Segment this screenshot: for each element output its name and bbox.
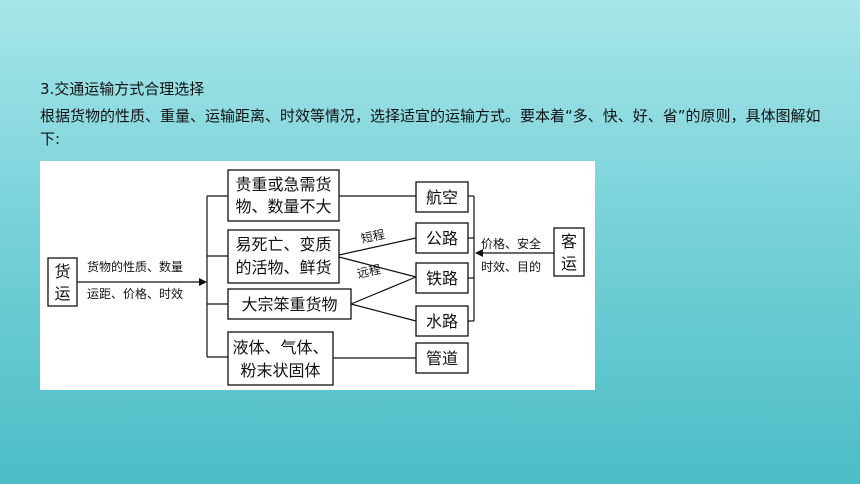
- link-bulk-water: [350, 303, 417, 322]
- link-perishable-rail: [338, 256, 417, 278]
- mode-road: 公路: [426, 229, 458, 248]
- cargo-bulk-box: [227, 288, 352, 320]
- passenger-factors-2: 时效、目的: [481, 259, 541, 274]
- passenger-label-2: 运: [561, 254, 577, 273]
- freight-factors-2: 运距、价格、时效: [87, 286, 183, 301]
- mode-air: 航空: [426, 188, 458, 207]
- freight-label-1: 货: [54, 262, 70, 281]
- mode-air-box: [415, 181, 469, 213]
- cargo-liquid-1: 液体、气体、: [232, 338, 328, 357]
- mode-rail: 铁路: [426, 269, 458, 288]
- section-heading: 3.交通运输方式合理选择: [40, 80, 205, 98]
- cargo-liquid-2: 粉末状固体: [240, 361, 320, 380]
- transport-selection-diagram: 货 运 货物的性质、数量 运距、价格、时效 贵重或急需货 物、数量不大 易死亡、…: [40, 161, 595, 390]
- label-long-distance: 远程: [356, 261, 383, 281]
- label-short-distance: 短程: [360, 226, 387, 246]
- mode-water: 水路: [426, 312, 458, 331]
- freight-box: [47, 257, 78, 307]
- passenger-box: [553, 227, 585, 277]
- diagram-canvas: 货 运 货物的性质、数量 运距、价格、时效 贵重或急需货 物、数量不大 易死亡、…: [47, 169, 585, 386]
- cargo-perishable-2: 的活物、鲜货: [235, 258, 331, 277]
- cargo-valuable-1: 贵重或急需货: [235, 175, 331, 194]
- mode-pipeline-box: [415, 342, 469, 374]
- mode-road-box: [415, 222, 469, 254]
- mode-rail-box: [415, 262, 469, 294]
- link-perishable-road: [338, 237, 417, 256]
- mode-pipeline: 管道: [426, 349, 458, 368]
- intro-paragraph: 根据货物的性质、重量、运输距离、时效等情况，选择适宜的运输方式。要本着“多、快、…: [40, 107, 821, 148]
- freight-factors-1: 货物的性质、数量: [87, 259, 183, 274]
- passenger-factors-1: 价格、安全: [481, 236, 541, 251]
- cargo-liquid-box: [227, 331, 334, 386]
- cargo-bulk-1: 大宗笨重货物: [241, 295, 337, 314]
- cargo-perishable-box: [227, 229, 340, 284]
- freight-label-2: 运: [54, 284, 70, 303]
- cargo-perishable-1: 易死亡、变质: [235, 235, 331, 254]
- link-bulk-rail: [350, 276, 417, 305]
- cargo-valuable-2: 物、数量不大: [235, 197, 331, 216]
- mode-water-box: [415, 305, 469, 337]
- passenger-label-1: 客: [561, 232, 577, 251]
